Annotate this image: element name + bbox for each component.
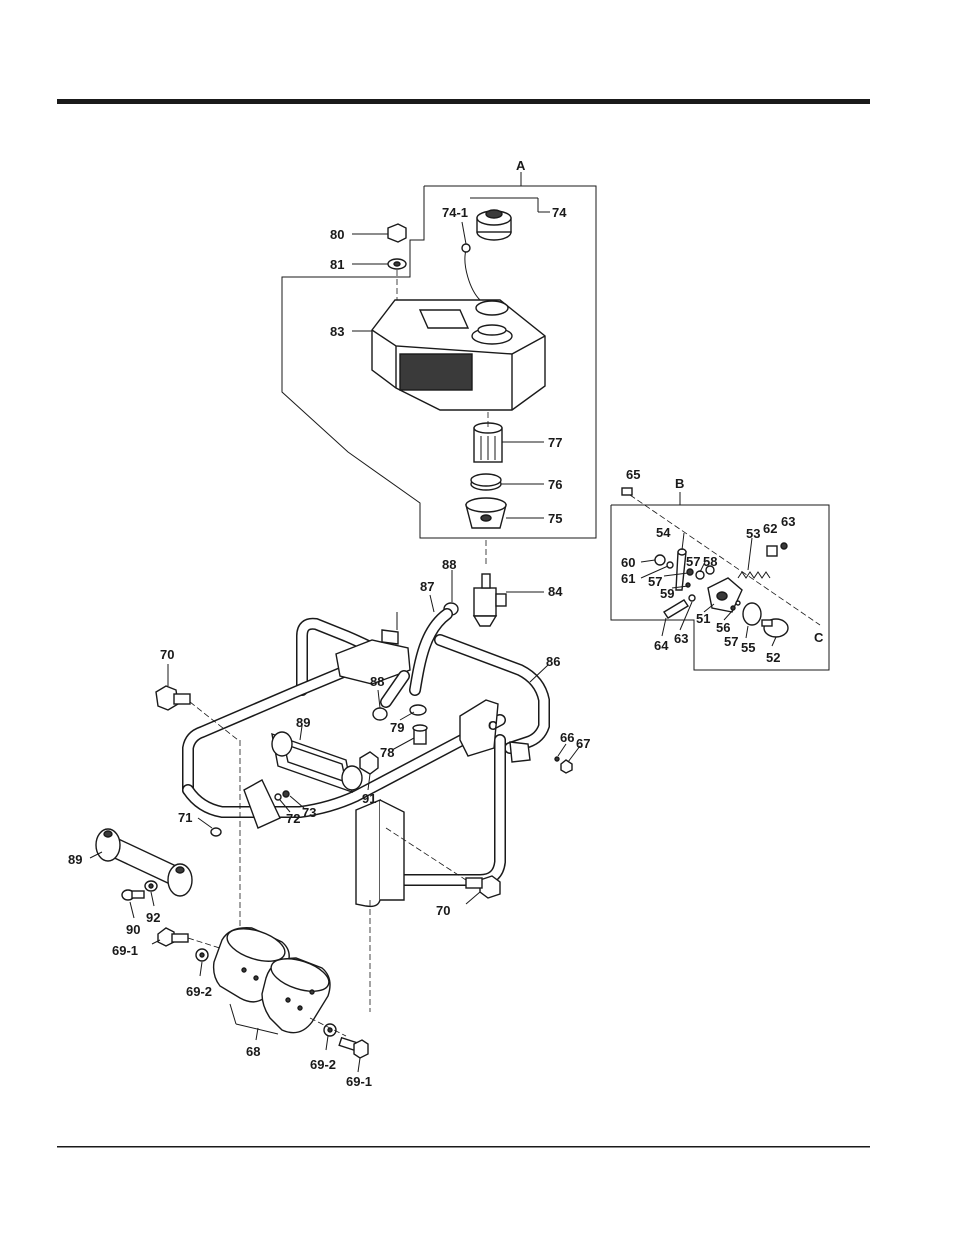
label-55: 55 [741, 640, 755, 655]
label-section-c-frame: C [488, 718, 498, 733]
label-74-1: 74-1 [442, 205, 468, 220]
label-58: 58 [703, 554, 717, 569]
label-69-2-lower: 69-2 [310, 1057, 336, 1072]
label-53: 53 [746, 526, 760, 541]
balance-weights [214, 922, 333, 1040]
label-74: 74 [552, 205, 567, 220]
label-59: 59 [660, 586, 674, 601]
fuel-cock [444, 574, 544, 626]
bolt-70-upper [156, 686, 190, 710]
label-77: 77 [548, 435, 562, 450]
label-57-c: 57 [724, 634, 738, 649]
handle-89-loose [90, 829, 192, 896]
nut-and-washer [388, 224, 406, 269]
section-b-throttle-lever [611, 488, 829, 670]
label-81: 81 [330, 257, 344, 272]
label-68: 68 [246, 1044, 260, 1059]
fuel-tank [372, 300, 545, 410]
label-76: 76 [548, 477, 562, 492]
label-69-2-upper: 69-2 [186, 984, 212, 999]
label-78: 78 [380, 745, 394, 760]
nut-69-2-upper [196, 949, 208, 976]
callout-labels: A B C C 80 81 83 74-1 74 77 76 75 88 87 … [68, 158, 824, 1089]
label-80: 80 [330, 227, 344, 242]
label-67: 67 [576, 736, 590, 751]
label-60: 60 [621, 555, 635, 570]
label-89-frame: 89 [296, 715, 310, 730]
bolt-69-1-upper [152, 928, 188, 946]
bolt-69-1-lower [339, 1038, 368, 1072]
label-83: 83 [330, 324, 344, 339]
label-section-b: B [675, 476, 684, 491]
label-87: 87 [420, 579, 434, 594]
label-section-c-box: C [814, 630, 824, 645]
label-56: 56 [716, 620, 730, 635]
label-54: 54 [656, 525, 671, 540]
label-90: 90 [126, 922, 140, 937]
spring [738, 572, 770, 578]
label-65: 65 [626, 467, 640, 482]
label-63-lower: 63 [674, 631, 688, 646]
label-86: 86 [546, 654, 560, 669]
label-64: 64 [654, 638, 669, 653]
label-section-a: A [516, 158, 526, 173]
footer-rule [57, 1146, 870, 1148]
label-79: 79 [390, 720, 404, 735]
label-72: 72 [286, 811, 300, 826]
label-57-a: 57 [686, 554, 700, 569]
label-73: 73 [302, 805, 316, 820]
label-88-lower: 88 [370, 674, 384, 689]
label-92: 92 [146, 910, 160, 925]
label-70-upper: 70 [160, 647, 174, 662]
label-52: 52 [766, 650, 780, 665]
label-51: 51 [696, 611, 710, 626]
label-91: 91 [362, 791, 376, 806]
fuel-strainer-stack [466, 423, 506, 528]
label-69-1-lower: 69-1 [346, 1074, 372, 1089]
label-63-upper: 63 [781, 514, 795, 529]
header-rule [57, 99, 870, 104]
bolt-70-lower [466, 876, 500, 898]
label-62: 62 [763, 521, 777, 536]
label-75: 75 [548, 511, 562, 526]
label-66: 66 [560, 730, 574, 745]
label-69-1-upper: 69-1 [112, 943, 138, 958]
label-70-lower: 70 [436, 903, 450, 918]
label-89-loose: 89 [68, 852, 82, 867]
label-84: 84 [548, 584, 563, 599]
label-71: 71 [178, 810, 192, 825]
label-88-upper: 88 [442, 557, 456, 572]
label-61: 61 [621, 571, 635, 586]
fuel-cap [462, 210, 511, 315]
